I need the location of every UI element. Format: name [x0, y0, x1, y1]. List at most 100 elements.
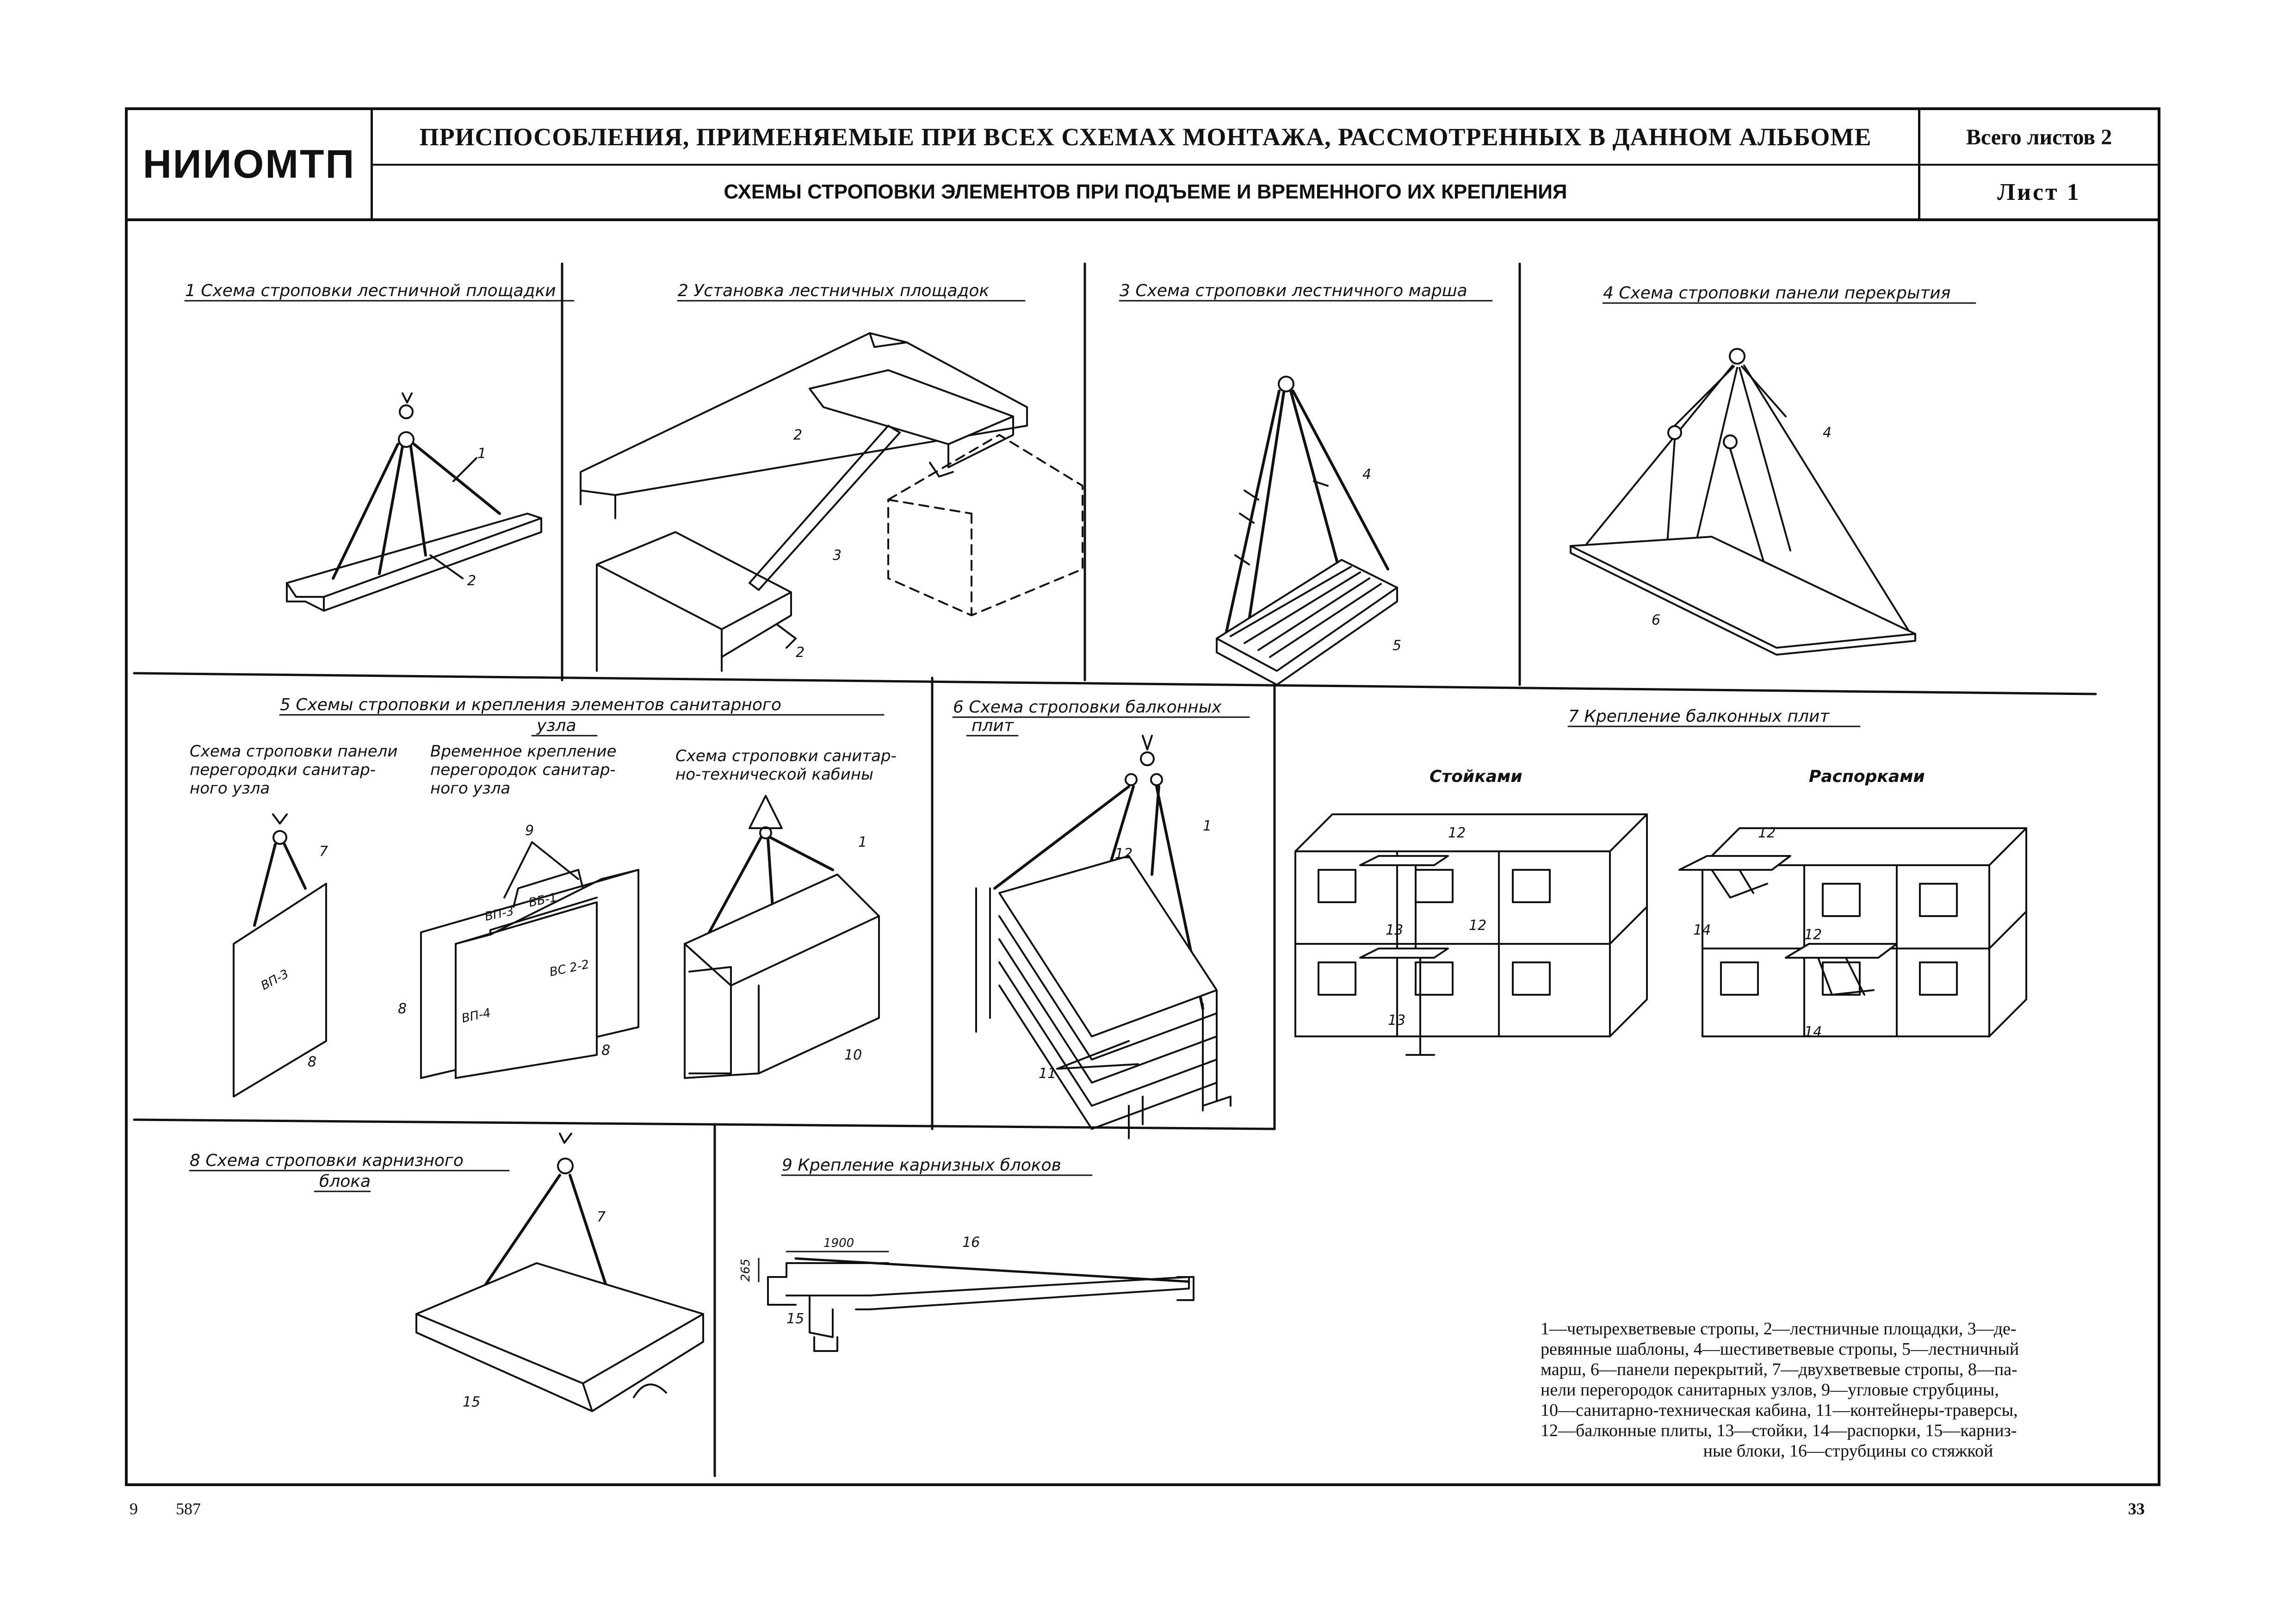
sub3-line1: Схема строповки санитар-	[675, 747, 897, 765]
sub2-line1: Временное крепление	[430, 742, 617, 761]
panel-8-cornice-slinging: 8 Схема строповки карнизного блока 7 15	[189, 1133, 704, 1412]
panel-9-cornice-fastening: 9 Крепление карнизных блоков 1900 265 16…	[739, 1156, 1194, 1352]
callout-12-left-top: 12	[1448, 825, 1466, 841]
callout-12-right-mid: 12	[1804, 927, 1822, 943]
callout-15b: 15	[786, 1311, 804, 1327]
sub1-line2: перегородки санитар-	[190, 761, 376, 779]
panel-9-caption: 9 Крепление карнизных блоков	[782, 1156, 1061, 1175]
panel-6-caption2: плит	[972, 716, 1014, 735]
dim-1900: 1900	[823, 1236, 854, 1250]
callout-8a: 8	[308, 1054, 316, 1070]
callout-9: 9	[525, 823, 534, 839]
four-leg-sling-1	[332, 392, 501, 580]
cornice-block	[415, 1262, 704, 1412]
callout-2: 2	[467, 573, 476, 589]
dashed-column	[887, 434, 1083, 616]
partition-panel-sling: ВП-3	[233, 813, 327, 1097]
callout-1c: 1	[1203, 818, 1212, 834]
callout-3: 3	[833, 547, 842, 564]
sub3-line2: но-технической кабины	[675, 765, 873, 784]
building-with-struts	[1678, 827, 2027, 1037]
callout-13-lower: 13	[1388, 1012, 1405, 1029]
panel-3-flight-slinging: 3 Схема строповки лестничного марша 4 5	[1119, 281, 1493, 686]
callout-13-upper: 13	[1386, 922, 1403, 938]
callout-12-right-top: 12	[1758, 825, 1776, 841]
balcony-slab-stack	[975, 855, 1232, 1139]
footer-code: 587	[176, 1500, 201, 1518]
callout-14-upper: 14	[1693, 922, 1711, 938]
panel-1-landing-slinging: 1 Схема строповки лестничной площадки 1 …	[184, 281, 575, 612]
legend-line-6: 12—балконные плиты, 13—стойки, 14—распор…	[1541, 1421, 2017, 1440]
sheet-subtitle: СХЕМЫ СТРОПОВКИ ЭЛЕМЕНТОВ ПРИ ПОДЪЕМЕ И …	[724, 180, 1567, 203]
callout-4b: 4	[1823, 425, 1832, 441]
panel-1-caption: 1 Схема строповки лестничной площадки	[185, 281, 556, 300]
callout-14-lower: 14	[1804, 1024, 1822, 1040]
panel-5-sanitary-unit: 5 Схемы строповки и крепления элементов …	[190, 695, 897, 1097]
panel-4-caption: 4 Схема строповки панели перекрытия	[1603, 284, 1950, 303]
callout-2-lower: 2	[796, 645, 805, 661]
wall-beam	[580, 332, 1028, 519]
footer-page: 33	[2128, 1500, 2145, 1518]
panel-6-caption: 6 Схема строповки балконных	[953, 698, 1222, 717]
sheet-title: ПРИСПОСОБЛЕНИЯ, ПРИМЕНЯЕМЫЕ ПРИ ВСЕХ СХЕ…	[373, 110, 1918, 166]
lower-landing	[596, 531, 797, 672]
panel-8-caption: 8 Схема строповки карнизного	[190, 1151, 464, 1170]
six-leg-sling	[1225, 376, 1389, 635]
sub1-line3: ного узла	[190, 779, 270, 798]
footer-left-number: 9	[130, 1500, 138, 1518]
legend-line-7: ные блоки, 16—струбцины со стяжкой	[1703, 1441, 1993, 1461]
callout-4: 4	[1362, 466, 1371, 483]
temporary-fastening: ВП-3 ВБ-1 ВП-4 ВС 2-2	[420, 841, 639, 1079]
sheet-number: Лист 1	[1918, 166, 2158, 218]
callout-7: 7	[319, 843, 328, 860]
cornice-section	[758, 1251, 1194, 1352]
callout-6: 6	[1652, 612, 1660, 628]
panel-7-right-title: Распорками	[1809, 767, 1925, 786]
sanitary-cabin-sling	[684, 795, 880, 1079]
callout-15: 15	[463, 1394, 480, 1410]
panel-3-caption: 3 Схема строповки лестничного марша	[1120, 281, 1467, 300]
stair-flight	[1216, 559, 1398, 686]
panel-6-balcony-slinging: 6 Схема строповки балконных плит 12 1 11	[952, 698, 1250, 1139]
panel-7-caption: 7 Крепление балконных плит	[1568, 707, 1830, 726]
panel-2-caption: 2 Установка лестничных площадок	[678, 281, 989, 300]
panel-dividers	[133, 262, 2097, 1477]
title-block: НИИОМТП ПРИСПОСОБЛЕНИЯ, ПРИМЕНЯЕМЫЕ ПРИ …	[128, 110, 2158, 221]
callout-11: 11	[1039, 1066, 1056, 1082]
sub2-line2: перегородок санитар-	[430, 761, 616, 779]
panel-8-caption2: блока	[319, 1172, 371, 1191]
sub2-line3: ного узла	[430, 779, 510, 798]
callout-7b: 7	[597, 1209, 606, 1225]
sheets-total: Всего листов 2	[1918, 110, 2158, 166]
sheet-frame: НИИОМТП ПРИСПОСОБЛЕНИЯ, ПРИМЕНЯЕМЫЕ ПРИ …	[125, 107, 2160, 1486]
building-with-posts	[1294, 813, 1648, 1056]
panel-5-caption2: узла	[536, 716, 576, 735]
landing-slab	[286, 513, 542, 612]
sub1-line1: Схема строповки панели	[190, 742, 398, 761]
callout-12-left-mid: 12	[1469, 917, 1486, 934]
legend-line-5: 10—санитарно-техническая кабина, 11—конт…	[1541, 1401, 2018, 1420]
panel-5-caption: 5 Схемы строповки и крепления элементов …	[280, 695, 781, 714]
callout-16: 16	[962, 1234, 980, 1251]
legend: 1—четырехветвевые стропы, 2—лестничные п…	[1541, 1319, 2156, 1461]
six-leg-sling-4	[1586, 348, 1912, 635]
callout-8b: 8	[398, 1001, 407, 1017]
callout-5: 5	[1392, 638, 1401, 654]
panel-4-floor-panel-slinging: 4 Схема строповки панели перекрытия 4 6	[1570, 284, 1976, 656]
callout-12: 12	[1115, 846, 1133, 862]
organization-name: НИИОМТП	[128, 110, 373, 218]
upper-landing	[809, 369, 1014, 477]
container-traverse-sling	[993, 735, 1204, 1010]
wooden-template	[749, 425, 901, 591]
floor-panel	[1570, 536, 1916, 656]
callout-2-upper: 2	[793, 427, 802, 443]
callout-8c: 8	[601, 1042, 610, 1059]
callout-1: 1	[477, 446, 486, 462]
dim-265: 265	[739, 1258, 753, 1282]
legend-line-4: нели перегородок санитарных узлов, 9—угл…	[1541, 1380, 1999, 1400]
panel-7-balcony-fastening: 7 Крепление балконных плит Стойками Расп…	[1294, 707, 2027, 1056]
legend-line-3: марш, 6—панели перекрытий, 7—двухветвевы…	[1541, 1360, 2018, 1379]
callout-1b: 1	[858, 834, 867, 850]
panel-2-landing-install: 2 Установка лестничных площадок 2 3	[580, 281, 1083, 672]
